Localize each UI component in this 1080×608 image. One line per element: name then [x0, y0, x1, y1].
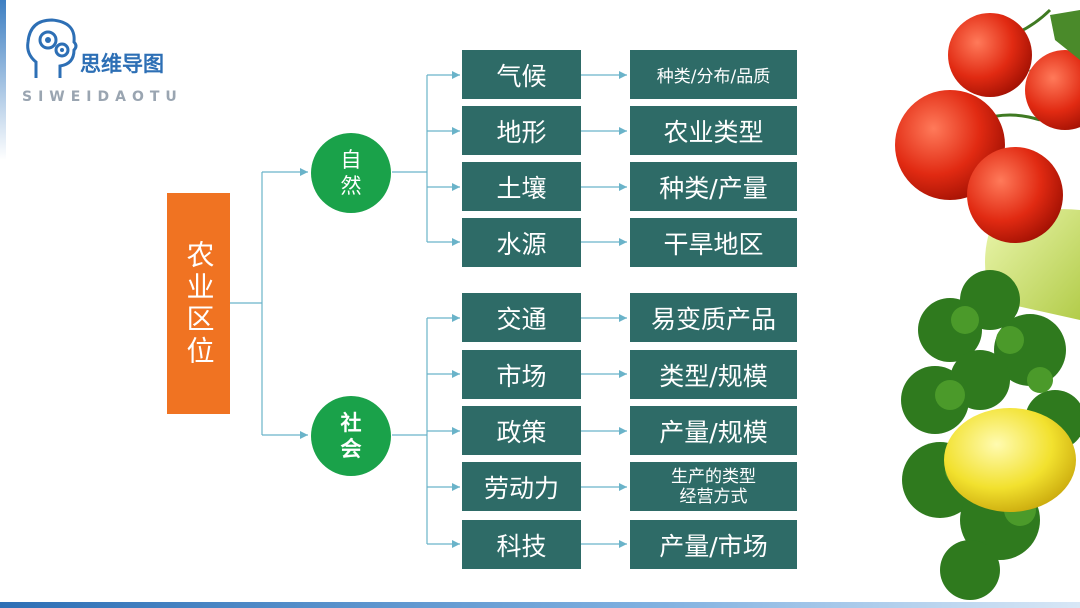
vegetable-decoration — [895, 8, 1080, 600]
left-edge-accent — [0, 0, 6, 160]
factor-node: 地形 — [462, 106, 581, 155]
factor-node: 水源 — [462, 218, 581, 267]
branch-label: 自然 — [340, 148, 362, 198]
detail-node: 生产的类型 经营方式 — [630, 462, 797, 511]
branch-social: 社会 — [311, 396, 391, 476]
detail-node: 类型/规模 — [630, 350, 797, 399]
branch-natural: 自然 — [311, 133, 391, 213]
factor-node: 政策 — [462, 406, 581, 455]
logo-subtitle: SIWEIDAOTU — [22, 89, 183, 105]
bottom-bar — [0, 602, 1080, 608]
root-label: 农业区位 — [182, 239, 216, 368]
detail-node: 农业类型 — [630, 106, 797, 155]
factor-node: 市场 — [462, 350, 581, 399]
factor-node: 科技 — [462, 520, 581, 569]
detail-node: 干旱地区 — [630, 218, 797, 267]
root-node: 农业区位 — [167, 193, 230, 414]
brain-gears-icon — [26, 18, 78, 78]
factor-node: 劳动力 — [462, 462, 581, 511]
detail-node: 产量/规模 — [630, 406, 797, 455]
detail-node: 易变质产品 — [630, 293, 797, 342]
factor-node: 交通 — [462, 293, 581, 342]
branch-label: 社会 — [340, 411, 362, 461]
detail-node: 种类/产量 — [630, 162, 797, 211]
detail-node: 产量/市场 — [630, 520, 797, 569]
factor-node: 气候 — [462, 50, 581, 99]
logo-title: 思维导图 — [80, 52, 164, 76]
factor-node: 土壤 — [462, 162, 581, 211]
detail-node: 种类/分布/品质 — [630, 50, 797, 99]
